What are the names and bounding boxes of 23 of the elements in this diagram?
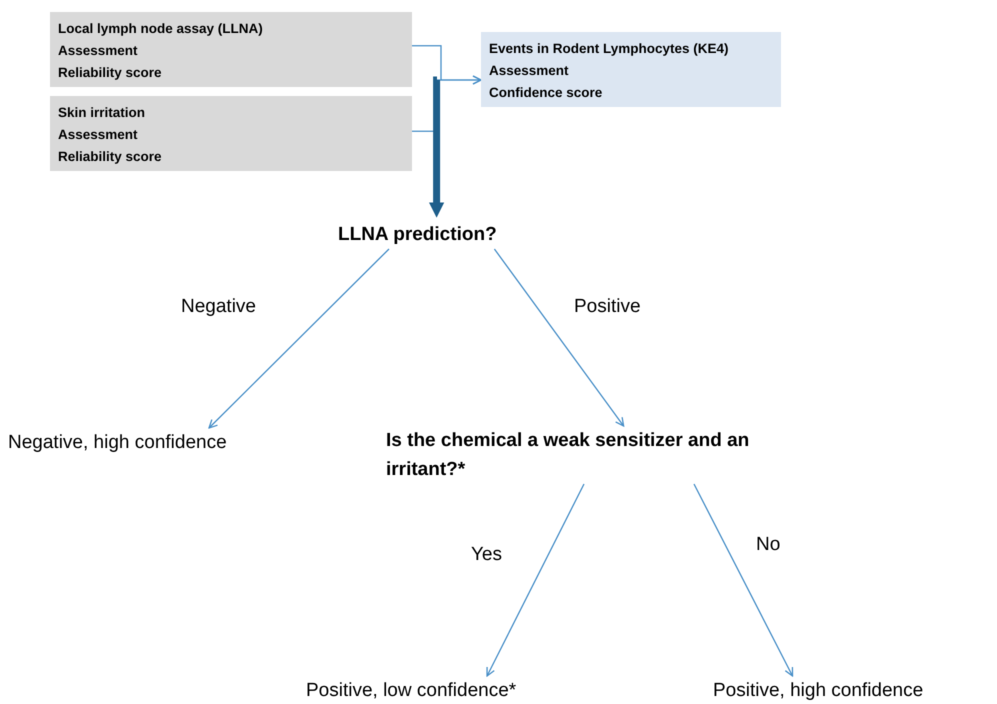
outcome-text: Positive, low confidence* [306,676,598,704]
box-line: Reliability score [58,64,163,82]
box-heading: Events in Rodent Lymphocytes (KE4) [489,40,730,58]
question-text: Is the chemical a weak sensitizer and an irritant?* [386,426,826,484]
box-line: Confidence score [489,84,604,102]
assessment-box [50,96,412,171]
box-line: Assessment [58,42,139,60]
assessment-box [481,32,781,107]
arrow [486,484,585,677]
question-text: LLNA prediction? [338,220,508,249]
outcome-text: Negative, high confidence [8,428,308,457]
box-line: Assessment [489,62,570,80]
box-line: Assessment [58,126,139,144]
assessment-box [50,12,412,87]
box-heading: Skin irritation [58,104,146,122]
box-heading: Local lymph node assay (LLNA) [58,20,264,38]
outcome-text: Positive, high confidence [713,676,997,704]
arrow [693,484,794,677]
box-line: Reliability score [58,148,163,166]
arrow [428,76,444,218]
arrow [208,248,390,429]
edge-label: Negative [181,296,256,318]
arrow [494,248,624,427]
